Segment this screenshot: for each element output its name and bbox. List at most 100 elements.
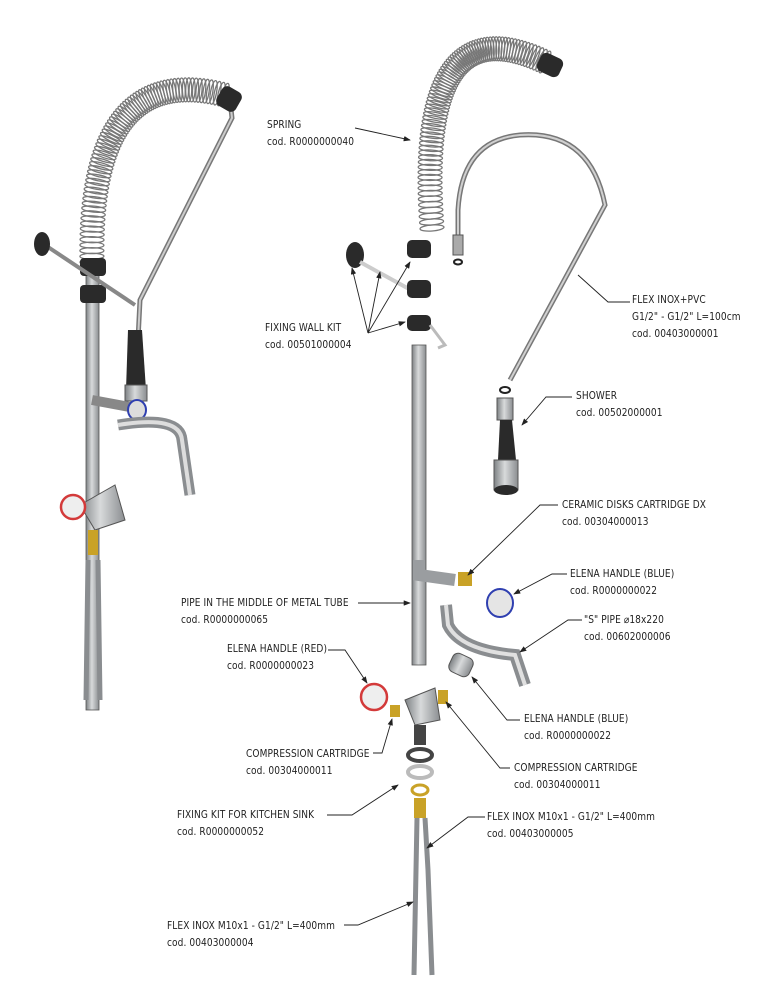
spring-coil (422, 111, 448, 120)
spring-coil (420, 122, 446, 132)
spring-coil (425, 99, 451, 110)
shower-part (496, 397, 514, 421)
elena-handle-blue (486, 588, 514, 618)
spring-coil (82, 191, 108, 200)
part-name: FIXING WALL KIT (265, 322, 342, 334)
spring-coil (191, 77, 200, 103)
flex-inox-pvc-hose (455, 132, 608, 382)
part-code: cod. 00403000004 (167, 937, 254, 949)
spring-coil (489, 36, 498, 62)
spring-coil (79, 225, 105, 233)
spring-coil (205, 79, 215, 105)
spring-coil (441, 63, 464, 80)
part-code: cod. 00304000011 (246, 765, 333, 777)
spring-coil (98, 135, 122, 148)
part-code: cod. 00501000004 (265, 339, 352, 351)
spring-coil (453, 50, 472, 71)
elena-handle-red (359, 682, 389, 712)
part-name: FLEX INOX+PVC (632, 294, 706, 306)
spring-coil (93, 145, 118, 157)
spring-coil (519, 41, 531, 67)
spring-part (417, 36, 552, 232)
spring-coil (423, 107, 449, 117)
part-code: cod. 00304000011 (514, 779, 601, 791)
spring-coil (479, 37, 489, 63)
spring-coil (443, 60, 465, 78)
label-ceramic-cartridge: CERAMIC DISKS CARTRIDGE DX cod. 003040000… (562, 497, 706, 531)
part-code: cod. R0000000040 (267, 136, 355, 148)
spring-coil (86, 169, 112, 179)
spring-coil (195, 77, 203, 103)
spring-coil (96, 138, 121, 151)
part-code: cod. R0000000023 (227, 660, 315, 672)
spring-coil (422, 114, 448, 124)
spring-coil (198, 78, 207, 104)
spring-coil (424, 103, 450, 113)
spring-coil (418, 140, 445, 148)
label-compression-cartridge-left: COMPRESSION CARTRIDGE cod. 00304000011 (246, 746, 370, 780)
part-code: cod. 00403000001 (632, 328, 719, 340)
label-fixing-wall-kit: FIXING WALL KIT cod. 00501000004 (265, 320, 352, 354)
spring-coil (451, 52, 470, 72)
label-flex-inox-pvc: FLEX INOX+PVC G1/2" - G1/2" L=100cm cod. 0… (632, 292, 741, 343)
spring-coil (95, 142, 119, 154)
part-name: SPRING (267, 119, 302, 131)
spring-coil (522, 43, 534, 68)
part-spec: G1/2" - G1/2" L=100cm (632, 311, 741, 323)
spring-coil (209, 79, 218, 105)
assembled-faucet (34, 77, 242, 711)
spring-coil (79, 220, 106, 228)
spring-coil (445, 58, 466, 76)
spring-coil (79, 236, 105, 244)
spring-coil (456, 48, 473, 70)
spring-coil (525, 44, 538, 69)
spring-coil (92, 149, 117, 161)
part-name: ELENA HANDLE (RED) (227, 643, 328, 655)
ceramic-cartridge (458, 572, 472, 586)
spring-coil (528, 45, 541, 70)
spring-coil (80, 215, 106, 223)
spring-coil (440, 65, 462, 82)
spring-left (79, 77, 230, 266)
part-name: FLEX INOX M10x1 - G1/2" L=400mm (487, 811, 656, 823)
spring-coil (80, 210, 106, 218)
spring-coil (84, 182, 110, 191)
part-name: PIPE IN THE MIDDLE OF METAL TUBE (181, 597, 349, 609)
spring-coil (471, 40, 483, 64)
part-code: cod. 00502000001 (576, 407, 663, 419)
spring-coil (79, 230, 105, 239)
spring-coil (90, 157, 115, 168)
spring-coil (202, 78, 211, 104)
spring-coil (420, 127, 446, 136)
spring-coil (468, 41, 481, 65)
spring-coil (417, 179, 443, 187)
spring-coil (447, 56, 468, 75)
spring-coil (449, 54, 469, 73)
part-name: COMPRESSION CARTRIDGE (246, 748, 370, 760)
part-name: "S" PIPE ⌀18x220 (584, 614, 664, 626)
spring-coil (417, 168, 443, 177)
label-elena-handle-blue-top: ELENA HANDLE (BLUE)cod. R0000000022 (570, 566, 674, 600)
spring-coil (85, 177, 110, 187)
label-spring: SPRING cod. R0000000040 (267, 117, 354, 151)
spring-coil (484, 36, 493, 62)
part-code: cod. R0000000022 (570, 585, 658, 597)
spring-cap (536, 52, 564, 78)
spring-coil (419, 135, 445, 144)
part-name: FIXING KIT FOR KITCHEN SINK (177, 809, 315, 821)
part-code: cod. 00304000013 (562, 516, 649, 528)
spring-coil (417, 184, 443, 192)
part-code: cod. 00602000006 (584, 631, 671, 643)
spring-coil (81, 205, 107, 213)
part-name: CERAMIC DISKS CARTRIDGE DX (562, 499, 707, 511)
spring-coil (418, 149, 444, 157)
spring-coil (473, 39, 485, 64)
part-name: SHOWER (576, 390, 618, 402)
spring-coil (463, 43, 478, 67)
spring-coil (417, 158, 443, 167)
label-shower: SHOWER cod. 00502000001 (576, 388, 663, 422)
